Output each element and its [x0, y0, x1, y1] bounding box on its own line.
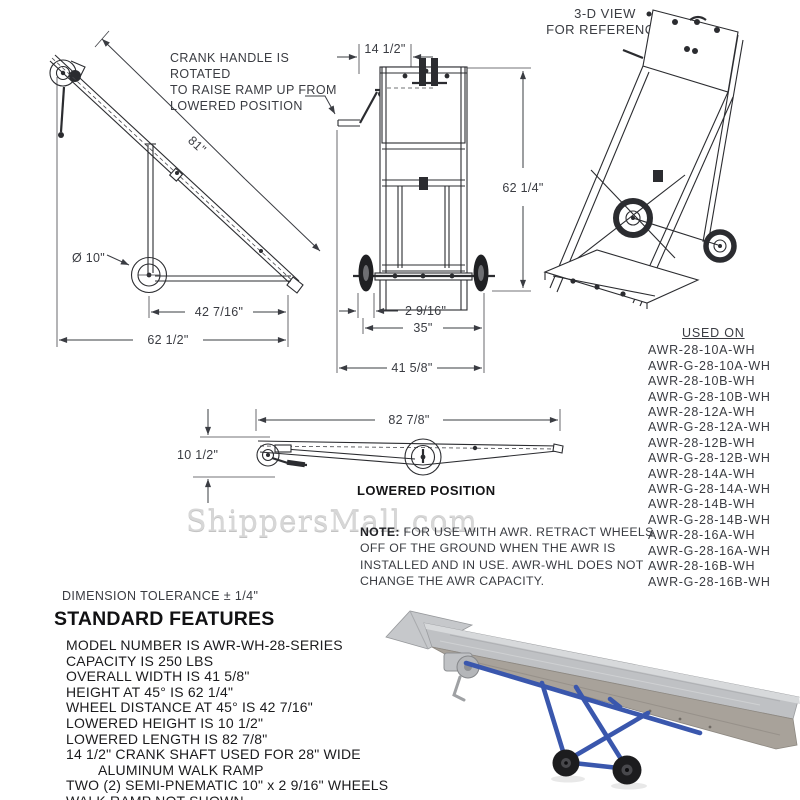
side-wheel [130, 256, 168, 294]
dimension-overall-width: 41 5/8" [336, 130, 482, 375]
feature-item: OVERALL WIDTH IS 41 5/8" [66, 668, 250, 685]
used-on-model: AWR-G-28-14B-WH [648, 512, 771, 527]
used-on-model: AWR-28-10B-WH [648, 374, 756, 389]
feature-item: WALK RAMP NOT SHOWN [66, 793, 406, 800]
dim-wheel-dia: Ø 10" [72, 251, 105, 265]
headboard-3d [622, 9, 739, 93]
dim-35: 35" [413, 321, 432, 335]
support-frame [145, 143, 291, 282]
used-on-model: AWR-G-28-10A-WH [648, 358, 771, 373]
dolly-wheels [551, 749, 647, 790]
feature-item: CAPACITY IS 250 LBS [66, 652, 214, 669]
ramp-deck [423, 622, 800, 720]
dimension-wheel-track: 35" [362, 293, 485, 373]
ramp-beam [49, 54, 304, 294]
lowered-wheel [404, 438, 442, 476]
feature-item: HEIGHT AT 45° IS 62 1/4" [66, 683, 234, 700]
feature-item: 14 1/2" CRANK SHAFT USED FOR 28" WIDE [66, 746, 361, 763]
dim-42: 42 7/16" [195, 305, 244, 319]
view-3d-title-line: FOR REFERENCE [546, 22, 664, 37]
dim-10-5: 10 1/2" [177, 448, 218, 462]
winch [49, 59, 86, 138]
lowered-ramp [257, 440, 564, 466]
dim-14-5: 14 1/2" [364, 42, 405, 56]
wheels-3d [613, 198, 737, 263]
note-text: FOR USE WITH AWR. RETRACT WHEELS OFF OF … [360, 525, 654, 589]
photo-winch [443, 652, 480, 702]
dim-62-5: 62 1/2" [147, 333, 188, 347]
view-3d-drawing [543, 9, 744, 309]
crank-callout-line: LOWERED POSITION [170, 99, 303, 113]
lowered-winch [256, 443, 308, 468]
dimension-tolerance: DIMENSION TOLERANCE ± 1/4" [62, 589, 259, 603]
crank-leader [305, 95, 336, 115]
front-wheels [358, 254, 489, 292]
watermark: ShippersMall.com [186, 504, 479, 539]
dimension-height: 62 1/4" [467, 67, 543, 292]
dimension-wheel-width: 2 9/16" [339, 293, 446, 318]
frame [353, 58, 495, 311]
used-on-model: AWR-28-16A-WH [648, 528, 756, 543]
product-photo [385, 610, 800, 790]
standard-features-title: STANDARD FEATURES [54, 608, 275, 630]
used-on-title: USED ON [682, 326, 745, 340]
note-block: NOTE: FOR USE WITH AWR. RETRACT WHEELS O… [360, 524, 660, 590]
used-on-model: AWR-G-28-12A-WH [648, 420, 771, 435]
used-on-model: AWR-G-28-10B-WH [648, 389, 771, 404]
dimension-overall-length: 62 1/2" [59, 333, 286, 347]
used-on-model: AWR-28-14B-WH [648, 497, 756, 512]
dimension-lowered-length: 82 7/8" [255, 409, 561, 431]
used-on-model: AWR-G-28-14A-WH [648, 482, 771, 497]
used-on-model: AWR-G-28-12B-WH [648, 451, 771, 466]
used-on-model: AWR-G-28-16A-WH [648, 543, 771, 558]
used-on-model: AWR-28-10A-WH [648, 343, 756, 358]
view-3d-title-line: 3-D VIEW [574, 6, 636, 21]
used-on-model: AWR-28-14A-WH [648, 466, 756, 481]
front-view-drawing: 14 1/2" [305, 42, 543, 375]
used-on-model: AWR-28-12A-WH [648, 405, 756, 420]
feature-item: MODEL NUMBER IS AWR-WH-28-SERIES [66, 637, 343, 653]
feature-item: ALUMINUM WALK RAMP [98, 761, 264, 778]
used-on-model: AWR-G-28-16B-WH [648, 574, 771, 589]
crank-callout: CRANK HANDLE IS ROTATED TO RAISE RAMP UP … [170, 50, 350, 114]
dim-82: 82 7/8" [388, 413, 429, 427]
dim-2-9-16: 2 9/16" [405, 304, 446, 318]
base-platform-3d [543, 249, 700, 309]
dim-81: 81" [185, 133, 209, 156]
dimension-wheel-diameter: Ø 10" [72, 251, 130, 266]
crank-callout-line: TO RAISE RAMP UP FROM [170, 83, 337, 97]
feature-item: TWO (2) SEMI-PNEMATIC 10" x 2 9/16" WHEE… [66, 777, 389, 794]
dimension-lowered-height: 10 1/2" [177, 409, 275, 503]
extension-lines [56, 77, 289, 347]
dim-41: 41 5/8" [391, 361, 432, 375]
used-on-model: AWR-28-12B-WH [648, 435, 756, 450]
lowered-position-caption: LOWERED POSITION [357, 483, 496, 498]
feature-item: LOWERED HEIGHT IS 10 1/2" [66, 714, 264, 731]
lowered-view-drawing: 82 7/8" 10 1/2" [177, 409, 564, 503]
used-on-model: AWR-28-16B-WH [648, 559, 756, 574]
dim-62-25: 62 1/4" [502, 181, 543, 195]
note-label: NOTE: [360, 525, 400, 539]
crank-handle [337, 88, 385, 127]
feature-item: LOWERED LENGTH IS 82 7/8" [66, 730, 268, 747]
feature-item: WHEEL DISTANCE AT 45° IS 42 7/16" [66, 699, 313, 716]
crank-callout-line: CRANK HANDLE IS ROTATED [170, 51, 290, 81]
dimension-wheel-distance: 42 7/16" [151, 305, 286, 319]
side-view-drawing: 81" [49, 30, 321, 347]
